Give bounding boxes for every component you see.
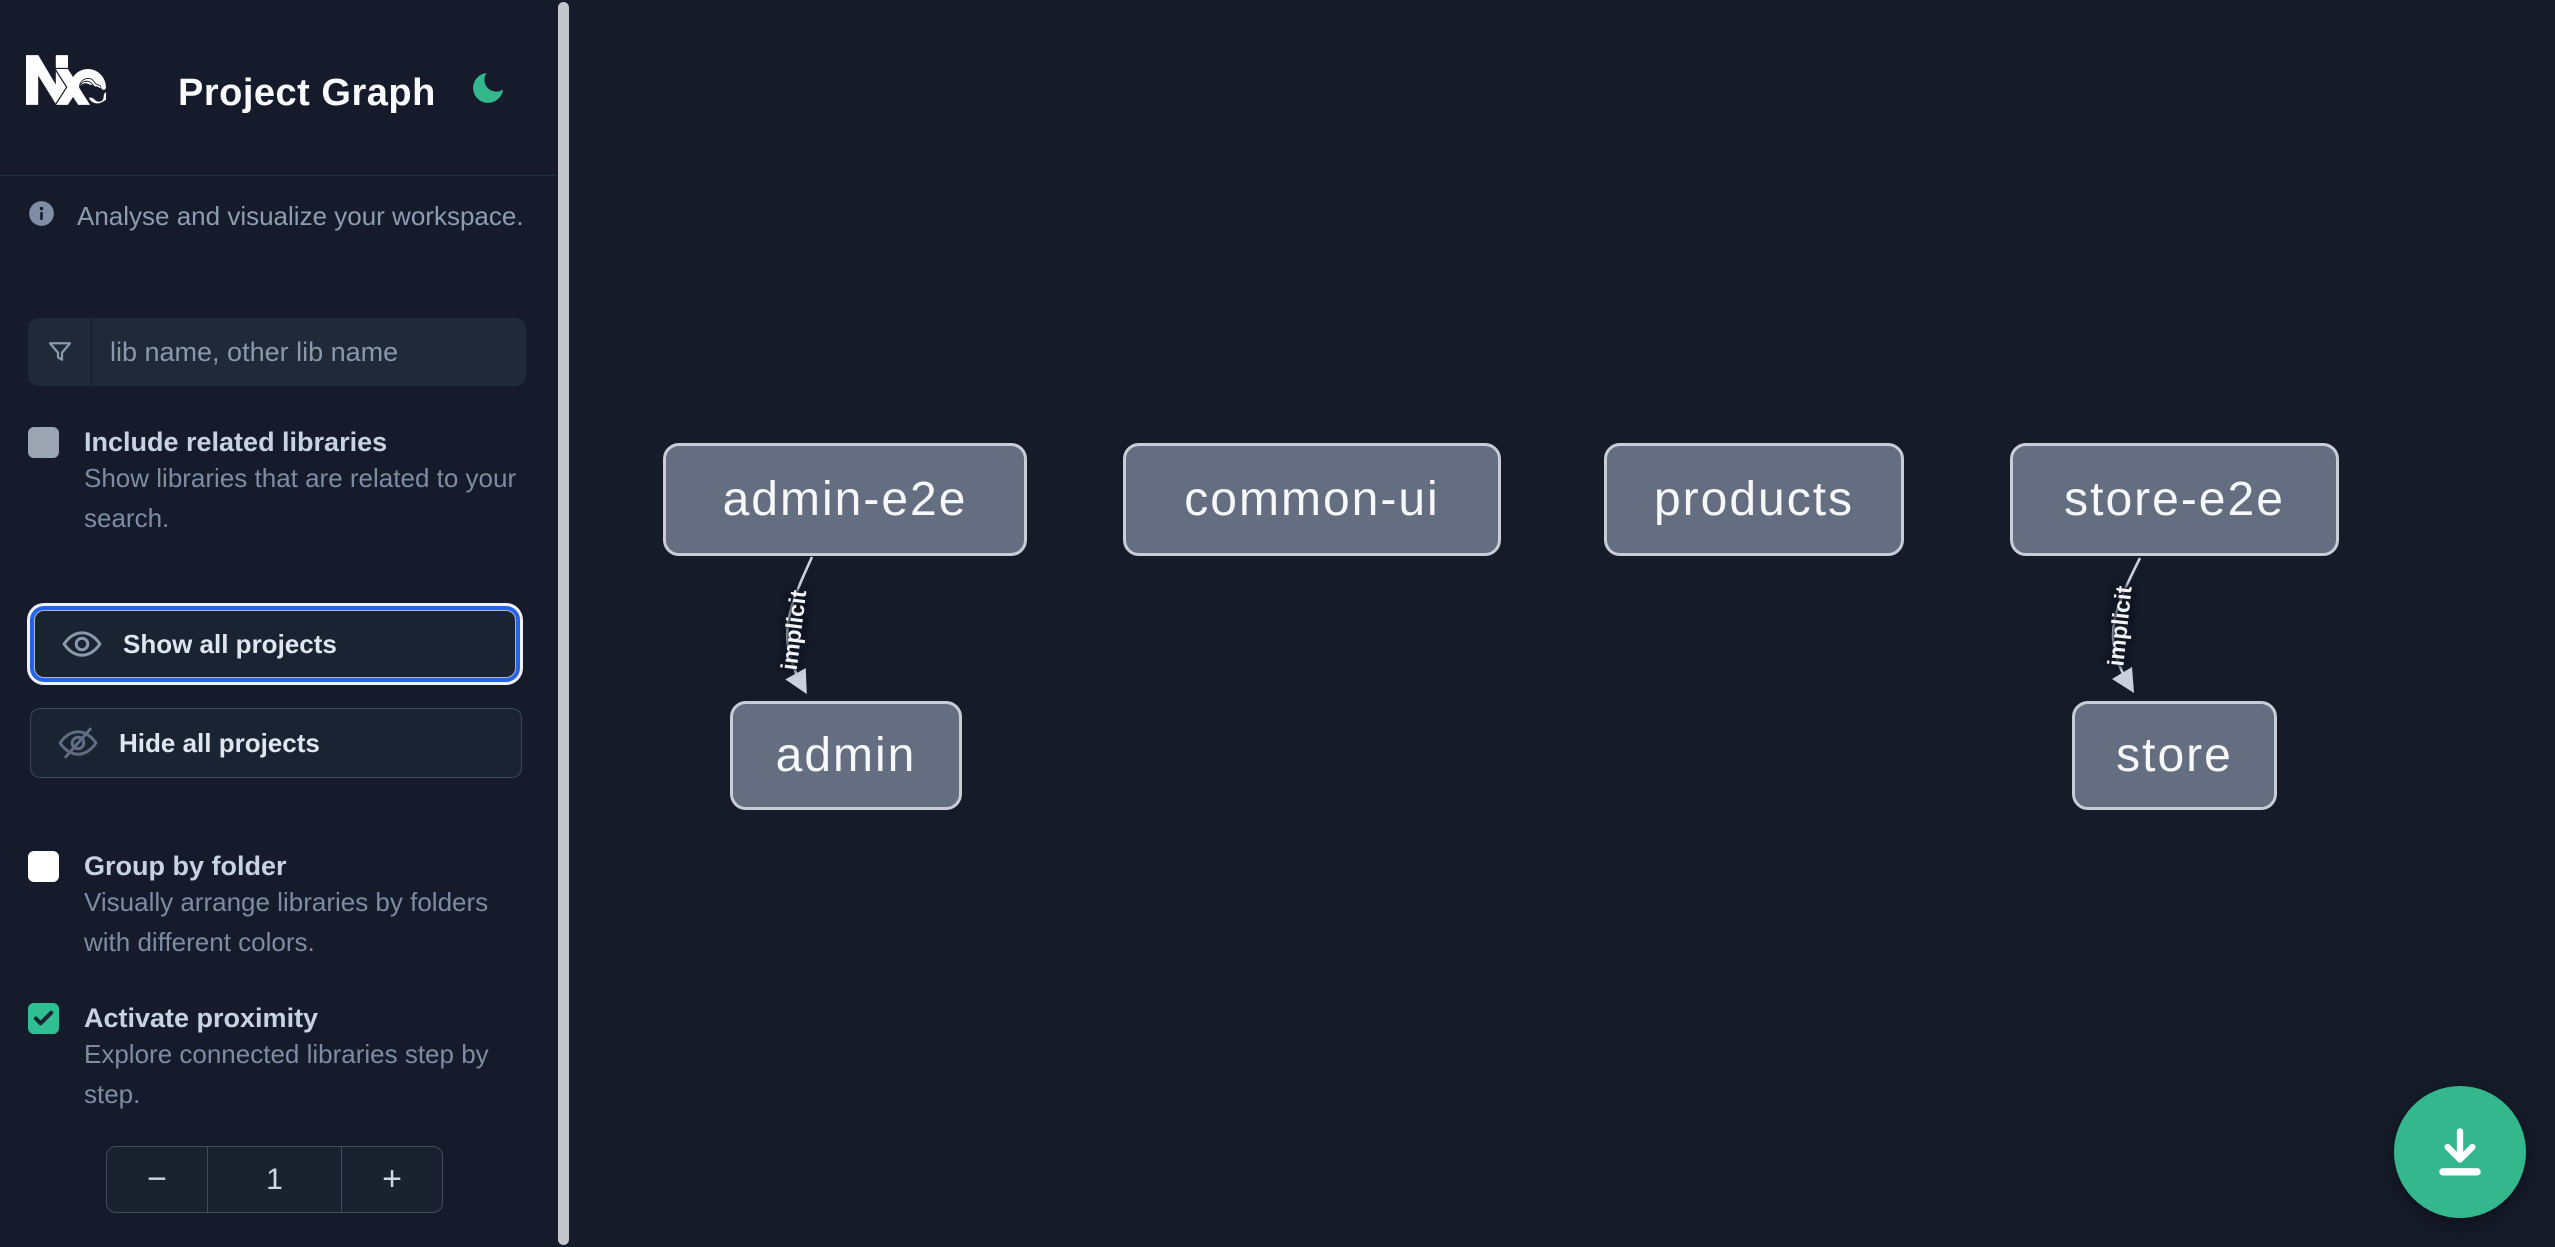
proximity-increment-button[interactable]: + [382, 1160, 402, 1198]
download-icon [2439, 1128, 2481, 1176]
filter-icon-cell [28, 318, 92, 386]
proximity-stepper: − 1 + [106, 1146, 443, 1213]
show-all-projects-button[interactable]: Show all projects [34, 610, 516, 678]
checkbox-group-by-folder[interactable] [28, 851, 59, 882]
option-label-group-by-folder: Group by folder [84, 851, 287, 881]
search-input[interactable] [92, 318, 526, 386]
search-box [28, 318, 526, 386]
node-admin[interactable]: admin [730, 701, 962, 810]
option-label-activate-proximity: Activate proximity [84, 1003, 319, 1033]
checkbox-activate-proximity[interactable] [28, 1003, 59, 1034]
node-common-ui[interactable]: common-ui [1123, 443, 1501, 556]
page-title: Project Graph [178, 72, 436, 114]
node-products[interactable]: products [1604, 443, 1904, 556]
download-graph-button[interactable] [2394, 1086, 2526, 1218]
hide-all-projects-button[interactable]: Hide all projects [30, 708, 522, 778]
eye-off-icon [58, 727, 98, 759]
node-store[interactable]: store [2072, 701, 2277, 810]
graph-canvas[interactable]: implicit implicit admin-e2e common-ui pr… [572, 0, 2555, 1247]
option-label-include-related-libraries: Include related libraries [84, 427, 388, 457]
info-icon [29, 201, 54, 226]
eye-icon [62, 631, 102, 657]
nx-logo-icon [26, 55, 106, 105]
theme-toggle-moon-icon[interactable] [468, 68, 508, 108]
show-all-projects-label: Show all projects [123, 628, 337, 659]
node-admin-e2e[interactable]: admin-e2e [663, 443, 1027, 556]
scrollbar-thumb[interactable] [558, 2, 569, 1245]
tagline-text: Analyse and visualize your workspace. [77, 201, 524, 231]
sidebar-scrollbar [556, 0, 572, 1247]
tagline-row: Analyse and visualize your workspace. [28, 200, 524, 231]
option-description-activate-proximity: Explore connected libraries step by step… [84, 1039, 489, 1109]
proximity-decrement-button[interactable]: − [147, 1160, 167, 1198]
graph-edges [785, 556, 2142, 695]
option-description-group-by-folder: Visually arrange libraries by folders wi… [84, 887, 489, 957]
sidebar: Project Graph Analyse and visualize your… [0, 0, 556, 1247]
edge-label-implicit-admin: implicit [775, 588, 812, 672]
node-store-e2e[interactable]: store-e2e [2010, 443, 2339, 556]
hide-all-projects-label: Hide all projects [119, 727, 320, 758]
sidebar-header: Project Graph [0, 0, 556, 176]
option-description-include-related-libraries: Show libraries that are related to your … [84, 463, 517, 533]
filter-funnel-icon [48, 342, 71, 361]
proximity-value: 1 [207, 1147, 342, 1212]
checkbox-include-related-libraries[interactable] [28, 427, 59, 458]
edge-label-implicit-store: implicit [2102, 584, 2137, 668]
checkmark-icon [33, 1010, 54, 1026]
